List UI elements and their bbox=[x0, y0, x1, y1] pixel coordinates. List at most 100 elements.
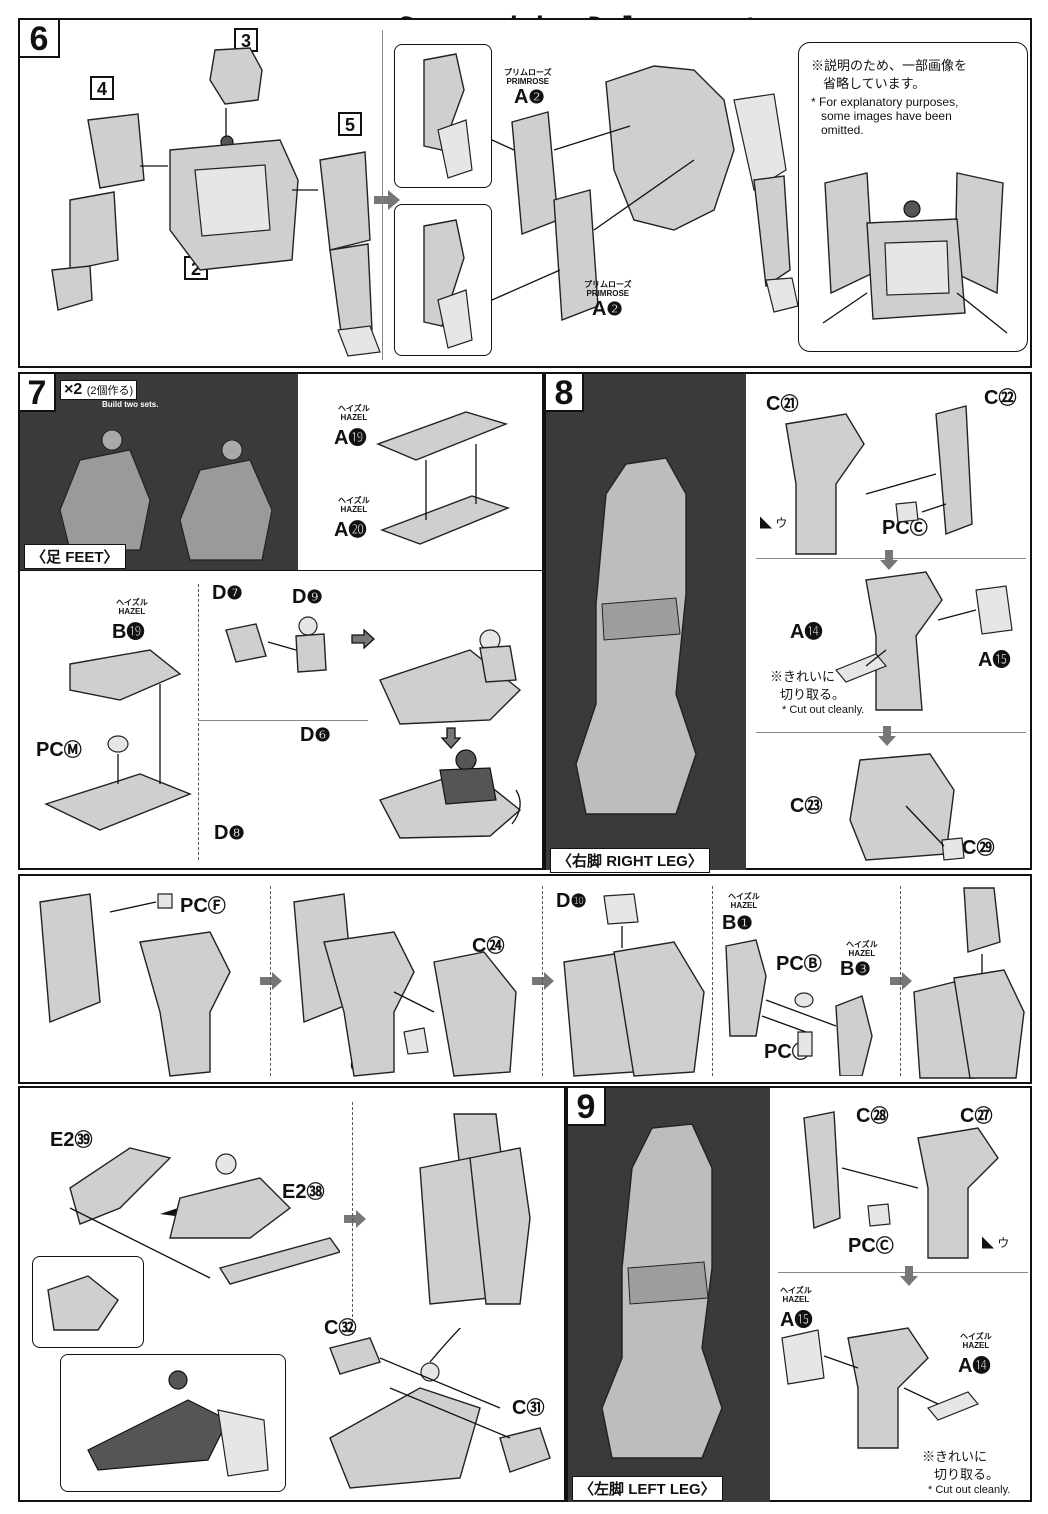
step8-c23-drawing bbox=[849, 753, 965, 861]
part-c21: C㉑ bbox=[766, 393, 799, 415]
note-jp-line2: 省略しています。 bbox=[823, 76, 926, 91]
step7-count: ×2 bbox=[64, 381, 83, 398]
step9-cut-jp-1: ※きれいに bbox=[922, 1449, 988, 1464]
step8-cut-jp-2: 切り取る。 bbox=[780, 687, 846, 702]
note-en-line2: some images have been bbox=[821, 109, 952, 123]
part-c23: C㉓ bbox=[790, 795, 823, 817]
foot-vline-1 bbox=[352, 1102, 353, 1322]
part-a14-9: A⓮ bbox=[958, 1355, 991, 1377]
step7-foot-assembled bbox=[378, 629, 522, 839]
leg-vline-4 bbox=[900, 886, 901, 1076]
step7-feet-drawing bbox=[59, 429, 273, 561]
part-pcb: PCⒷ bbox=[776, 953, 822, 975]
step9-hline-1 bbox=[778, 1272, 1028, 1273]
step8-number: 8 bbox=[544, 372, 584, 412]
leg-step-1-drawing bbox=[39, 893, 231, 1077]
foot-detail-box-2 bbox=[60, 1354, 286, 1492]
part-c31: C㉛ bbox=[512, 1397, 545, 1419]
part-b3: B❸ bbox=[840, 958, 871, 980]
step8-mark-u: ◣ ウ bbox=[760, 516, 788, 530]
part-d7: D❼ bbox=[212, 582, 243, 604]
part-d10: D❿ bbox=[556, 890, 587, 912]
part-b1: B❶ bbox=[722, 912, 753, 934]
part-c29: C㉙ bbox=[962, 837, 995, 859]
step7-a-parts-drawing bbox=[376, 411, 511, 545]
step8-cut-en: * Cut out cleanly. bbox=[782, 704, 865, 716]
part-a15: A⓯ bbox=[978, 649, 1011, 671]
part-pcc: PCⒸ bbox=[882, 517, 928, 539]
leg-vline-3 bbox=[712, 886, 713, 1076]
step6-next-arrow bbox=[374, 190, 400, 210]
part-e2-38: E2㊳ bbox=[282, 1181, 325, 1203]
step9-caption: 〈左脚 LEFT LEG〉 bbox=[572, 1476, 723, 1501]
part-d8: D❽ bbox=[214, 822, 245, 844]
step9-a-parts-drawing bbox=[781, 1327, 979, 1449]
step6-panel: 6 3 4 5 2 bbox=[18, 18, 1032, 368]
step7-arrow-b bbox=[440, 727, 462, 749]
step8-a-parts-drawing bbox=[835, 571, 1013, 711]
step6-part-a2-top: A❷ bbox=[514, 86, 545, 108]
step6-part-a2-bottom: A❷ bbox=[592, 298, 623, 320]
step9-number: 9 bbox=[566, 1086, 606, 1126]
step6-note-drawing bbox=[822, 172, 1008, 334]
step6-sub-4: 4 bbox=[90, 76, 114, 100]
step7-count-badge: ×2 (2個作る) bbox=[60, 380, 138, 400]
part-pcf: PCⒻ bbox=[180, 895, 226, 917]
part-a14: A⓮ bbox=[790, 621, 823, 643]
step7-d-parts-drawing bbox=[225, 616, 327, 673]
foot-arrow-1 bbox=[344, 1210, 366, 1228]
note-jp-line1: ※説明のため、一部画像を bbox=[811, 58, 968, 73]
step6-detail-box-top bbox=[394, 44, 492, 188]
leg-step-5-drawing bbox=[913, 887, 1025, 1079]
foot-rail-drawing bbox=[69, 1147, 340, 1285]
step9-c-parts-drawing bbox=[803, 1111, 999, 1259]
step7-caption: 〈足 FEET〉 bbox=[24, 544, 126, 569]
step6-torso-drawing bbox=[51, 47, 381, 357]
step9-left-leg-drawing bbox=[601, 1123, 723, 1459]
step7-arrow-a bbox=[351, 628, 375, 650]
step7-b19-drawing bbox=[44, 649, 192, 831]
foot-detail-1-drawing bbox=[47, 1275, 119, 1331]
part-c22: C㉒ bbox=[984, 387, 1017, 409]
leg-step-4-drawing bbox=[725, 939, 873, 1076]
leg-vline-1 bbox=[270, 886, 271, 1076]
part-d9: D❾ bbox=[292, 586, 323, 608]
part-c28: C㉘ bbox=[856, 1105, 889, 1127]
step7-vline-1 bbox=[198, 584, 199, 860]
step7-hline bbox=[20, 570, 546, 571]
step7-number: 7 bbox=[18, 372, 56, 412]
foot-detail-box-1 bbox=[32, 1256, 144, 1348]
step8-right-leg-drawing bbox=[575, 457, 697, 815]
step9-arrow-down bbox=[900, 1266, 918, 1286]
note-en-line3: omitted. bbox=[821, 123, 864, 137]
part-pcc-9: PCⒸ bbox=[848, 1235, 894, 1257]
part-a15-9: A⓯ bbox=[780, 1309, 813, 1331]
step8-cut-jp-1: ※きれいに bbox=[770, 669, 836, 684]
step6-note-box: ※説明のため、一部画像を 省略しています。 * For explanatory … bbox=[798, 42, 1028, 352]
step6-armor-drawing bbox=[423, 53, 799, 349]
part-b19: B⓳ bbox=[112, 621, 145, 643]
part-a20: A⓴ bbox=[334, 519, 367, 541]
leg-arrow-2 bbox=[532, 972, 554, 990]
leg-step-2-drawing bbox=[293, 893, 517, 1077]
foot-leg-drawing bbox=[419, 1113, 531, 1305]
foot-c-parts-drawing bbox=[329, 1328, 551, 1489]
note-en-line1: * For explanatory purposes, bbox=[811, 95, 959, 109]
step6-detail-box-bottom bbox=[394, 204, 492, 356]
foot-detail-2-drawing bbox=[87, 1370, 269, 1477]
step9-cut-en: * Cut out cleanly. bbox=[928, 1484, 1011, 1496]
step9-cut-jp-2: 切り取る。 bbox=[934, 1467, 1000, 1482]
step8-caption: 〈右脚 RIGHT LEG〉 bbox=[550, 848, 710, 873]
step7-panel: 7 ×2 (2個作る) Build two sets. 〈足 FEET〉 ヘイズ… bbox=[18, 372, 546, 870]
step7-count-jp: (2個作る) bbox=[86, 385, 134, 397]
step7-mid-hline bbox=[198, 720, 368, 721]
step6-divider bbox=[382, 30, 383, 360]
